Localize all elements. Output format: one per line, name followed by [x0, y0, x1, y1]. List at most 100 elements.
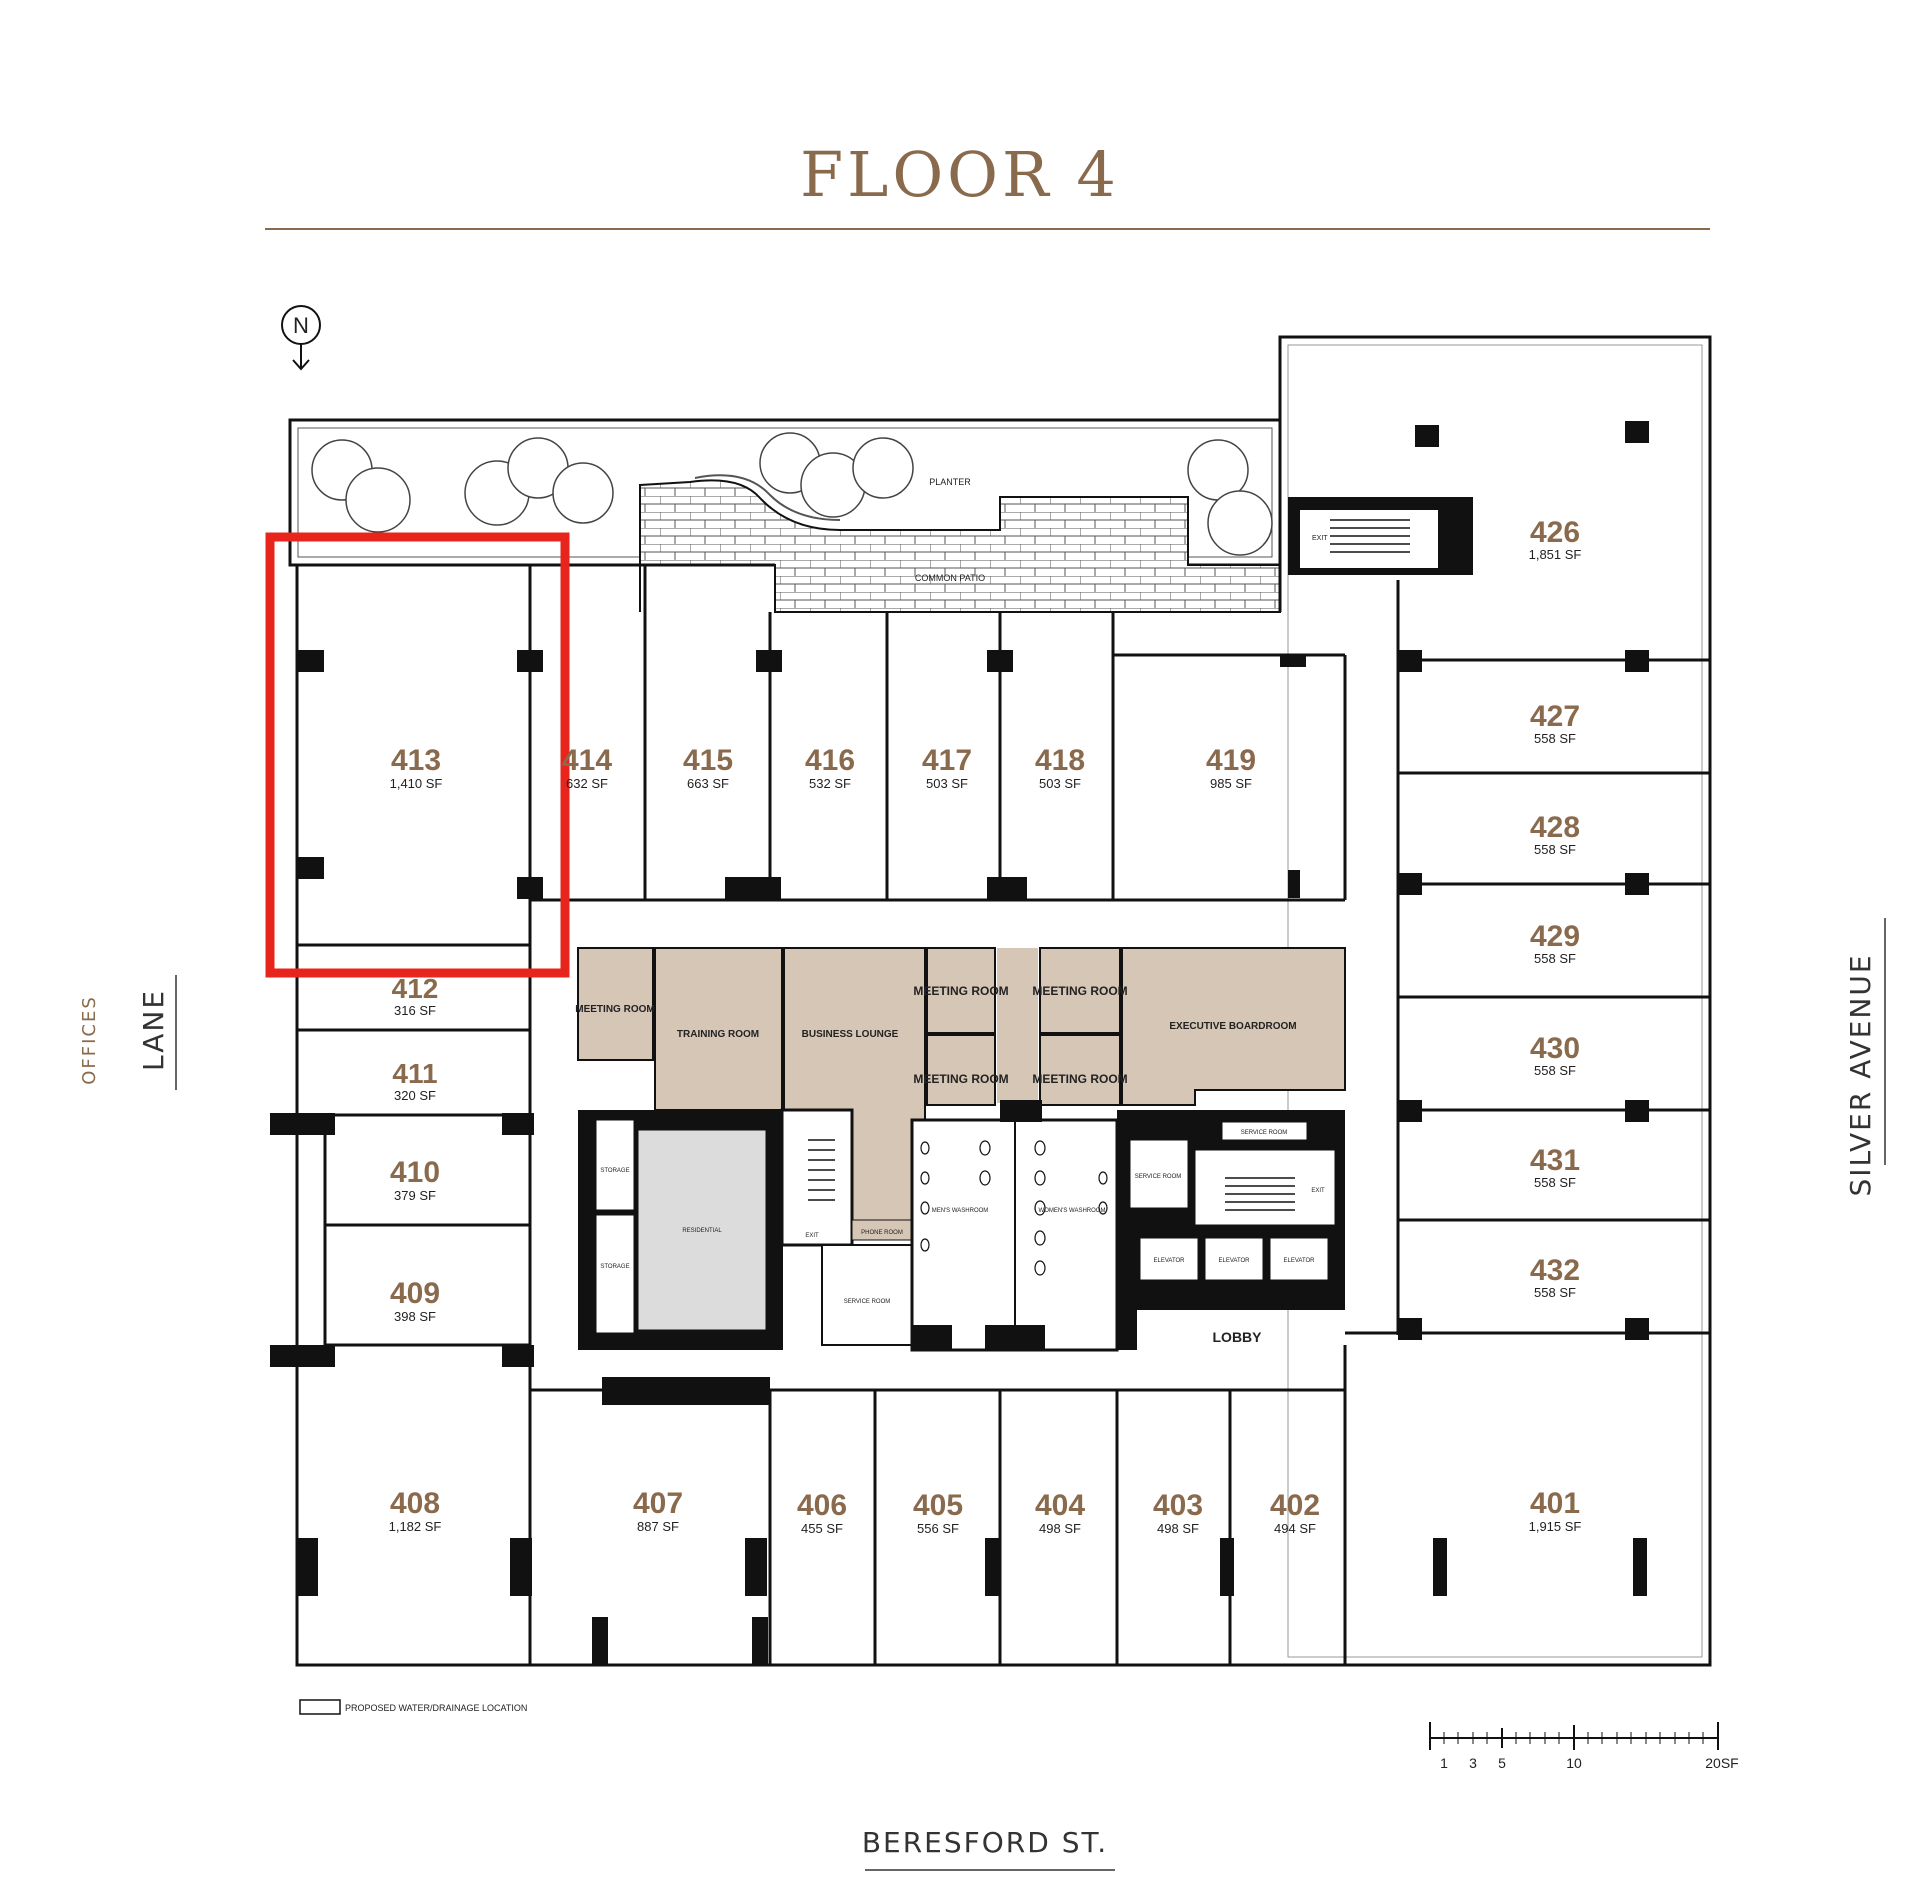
elevator-3-label: ELEVATOR	[1283, 1258, 1315, 1264]
unit-number: 418	[1035, 744, 1085, 777]
training-room-label: TRAINING ROOM	[677, 1029, 759, 1040]
unit-area: 558 SF	[1534, 1063, 1576, 1078]
unit-number: 427	[1530, 700, 1580, 733]
service-room-3-label: SERVICE ROOM	[1241, 1130, 1288, 1136]
unit-number: 414	[562, 744, 612, 777]
page-title: FLOOR 4	[800, 138, 1120, 211]
common-patio	[639, 479, 1281, 613]
unit-area: 632 SF	[566, 776, 608, 791]
north-label: N	[293, 313, 309, 338]
meeting-room-4	[926, 1034, 996, 1106]
storage-1-label: STORAGE	[600, 1168, 629, 1174]
meeting-room-4-label: MEETING ROOM	[913, 1072, 1008, 1086]
executive-boardroom-label: EXECUTIVE BOARDROOM	[1169, 1021, 1296, 1032]
unit-number: 415	[683, 744, 733, 777]
south-units-walls	[530, 1345, 1347, 1665]
offices-label: OFFICES	[79, 995, 100, 1085]
unit-number: 417	[922, 744, 972, 777]
unit-area: 379 SF	[394, 1188, 436, 1203]
unit-area: 398 SF	[394, 1309, 436, 1324]
meeting-room-5	[1039, 1034, 1121, 1106]
lobby-label: LOBBY	[1213, 1329, 1263, 1345]
unit-number: 429	[1530, 920, 1580, 953]
unit-number: 403	[1153, 1489, 1203, 1522]
tree-icon	[311, 432, 1273, 556]
unit-area: 503 SF	[926, 776, 968, 791]
elevator-1	[1139, 1237, 1199, 1281]
unit-area: 1,851 SF	[1529, 547, 1582, 562]
unit-number: 413	[391, 744, 441, 777]
unit-number: 426	[1530, 516, 1580, 549]
beresford-street-label: BERESFORD ST.	[862, 1826, 1108, 1859]
unit-number: 407	[633, 1487, 683, 1520]
unit-area: 985 SF	[1210, 776, 1252, 791]
building-outline	[295, 335, 1712, 1667]
unit-area: 558 SF	[1534, 951, 1576, 966]
structural-columns	[270, 421, 1649, 1665]
meeting-room-1	[577, 947, 654, 1061]
residential-label: RESIDENTIAL	[682, 1228, 722, 1234]
elevator-1-label: ELEVATOR	[1153, 1258, 1185, 1264]
water-drainage-icon	[299, 1699, 341, 1715]
unit-number: 410	[390, 1156, 440, 1189]
north-arrow-icon: N	[281, 305, 321, 371]
meeting-room-3-label: MEETING ROOM	[1032, 984, 1127, 998]
service-room-2	[1129, 1139, 1189, 1209]
meeting-room-5-label: MEETING ROOM	[1032, 1072, 1127, 1086]
elevator-2-label: ELEVATOR	[1218, 1258, 1250, 1264]
unit-area: 1,410 SF	[390, 776, 443, 791]
unit-area: 558 SF	[1534, 731, 1576, 746]
exit-label-east: EXIT	[1311, 1188, 1325, 1194]
unit-number: 409	[390, 1277, 440, 1310]
unit-area: 455 SF	[801, 1521, 843, 1536]
east-units-walls	[1345, 580, 1710, 1335]
unit-number: 412	[392, 973, 439, 1004]
amenity-block	[577, 947, 1346, 1236]
silver-avenue-label: SILVER AVENUE	[1844, 953, 1877, 1196]
unit-number: 428	[1530, 811, 1580, 844]
amenity-labels: MEETING ROOM TRAINING ROOM BUSINESS LOUN…	[575, 984, 1296, 1086]
unit-number: 405	[913, 1489, 963, 1522]
elevator-2	[1204, 1237, 1264, 1281]
unit-area: 320 SF	[394, 1088, 436, 1103]
elevator-3	[1269, 1237, 1329, 1281]
meeting-room-2-label: MEETING ROOM	[913, 984, 1008, 998]
scale-tick-20: 20SF	[1705, 1755, 1738, 1771]
unit-area: 558 SF	[1534, 842, 1576, 857]
service-room-3	[1221, 1121, 1308, 1141]
legend: PROPOSED WATER/DRAINAGE LOCATION	[299, 1699, 527, 1715]
phone-room-label: PHONE ROOM	[861, 1230, 903, 1236]
unit-413-highlight[interactable]	[265, 532, 570, 978]
unit-number: 411	[392, 1058, 437, 1089]
executive-boardroom	[1121, 947, 1346, 1106]
service-room-1-label: SERVICE ROOM	[844, 1299, 891, 1305]
